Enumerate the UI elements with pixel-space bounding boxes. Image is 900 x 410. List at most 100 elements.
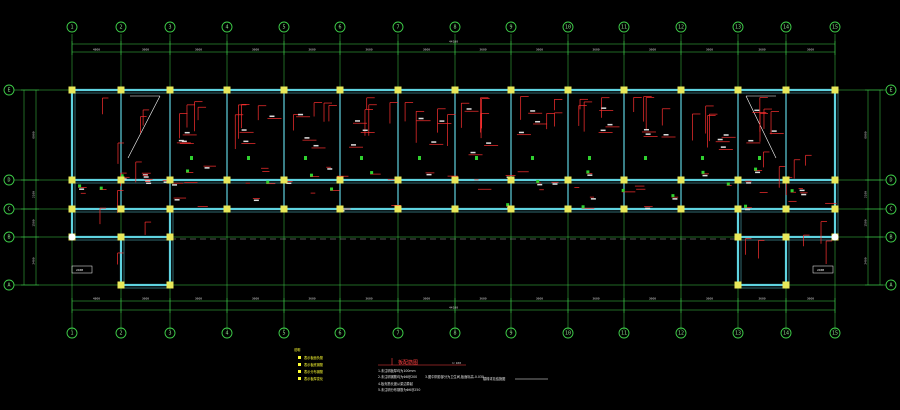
- svg-text:E: E: [7, 88, 10, 94]
- axis-bubble-4-top: 4: [221, 21, 233, 33]
- dim-label: 3600: [423, 297, 430, 301]
- dim-label: 3600: [536, 48, 543, 52]
- legend-swatch: [298, 356, 301, 359]
- side-dim-label: 1500: [864, 219, 868, 226]
- axis-bubble-13-top: 13: [732, 21, 744, 33]
- column: [620, 86, 628, 94]
- column: [734, 86, 742, 94]
- column: [336, 205, 344, 213]
- svg-text:E: E: [889, 88, 892, 94]
- axis-bubble-6-bottom: 6: [334, 327, 346, 339]
- rebar-tag: [744, 204, 748, 208]
- column: [831, 205, 839, 213]
- dim-label: 3600: [706, 48, 713, 52]
- stair-right: [745, 95, 777, 159]
- legend-title: 说明: [294, 347, 300, 352]
- column-round: [68, 233, 76, 241]
- svg-text:B: B: [889, 235, 892, 241]
- legend-item-1: 表示板面负筋: [304, 355, 323, 360]
- rebar-label: [535, 120, 541, 123]
- rebar-label: [518, 131, 524, 134]
- axis-bubble-D-right: D: [885, 174, 897, 186]
- stair-left: [127, 95, 161, 159]
- rebar-label: [304, 137, 310, 139]
- rebar-label: [643, 128, 649, 131]
- column: [166, 233, 174, 241]
- svg-text:2: 2: [119, 331, 122, 337]
- column: [223, 176, 231, 184]
- dim-overall-label: 44100: [449, 40, 458, 44]
- note-line-3: 3.图中阴影部分为卫生间,板面标高-0.030: [425, 374, 484, 379]
- rebar-label: [530, 110, 536, 112]
- rebar-label: [801, 193, 807, 196]
- rebar-label: [755, 171, 761, 174]
- svg-text:9: 9: [509, 331, 512, 337]
- rebar-label: [174, 199, 180, 201]
- rebar-tag: [754, 167, 758, 171]
- axis-bubble-7-bottom: 7: [392, 327, 404, 339]
- rebar-tag: [701, 156, 704, 160]
- svg-text:1: 1: [70, 25, 73, 31]
- svg-text:15: 15: [832, 25, 838, 31]
- rebar-label: [439, 120, 445, 122]
- axis-bubble-B-right: B: [885, 231, 897, 243]
- dim-label: 3600: [142, 297, 149, 301]
- axis-bubble-15-top: 15: [829, 21, 841, 33]
- axis-bubble-15-bottom: 15: [829, 327, 841, 339]
- column-markers: [68, 86, 839, 289]
- rebar-tag: [418, 156, 421, 160]
- rebar-label: [241, 129, 247, 131]
- axis-bubble-E-right: E: [885, 84, 897, 96]
- svg-text:11: 11: [621, 331, 627, 337]
- rebar-marks: [78, 96, 837, 265]
- rebar-label: [601, 107, 607, 109]
- dim-label: 3600: [758, 297, 765, 301]
- column: [117, 86, 125, 94]
- rebar-label: [146, 182, 152, 185]
- axis-bubble-8-bottom: 8: [449, 327, 461, 339]
- svg-text:13: 13: [735, 25, 741, 31]
- rebar-label: [184, 131, 190, 134]
- dim-label: 3600: [807, 48, 814, 52]
- axis-bubble-11-bottom: 11: [618, 327, 630, 339]
- dim-label: 3600: [308, 48, 315, 52]
- svg-text:1: 1: [70, 331, 73, 337]
- axis-bubble-E-left: E: [3, 84, 15, 96]
- column: [782, 86, 790, 94]
- svg-text:C: C: [7, 207, 10, 213]
- rebar-tag: [78, 184, 82, 188]
- rebar-label: [418, 117, 424, 120]
- column: [68, 205, 76, 213]
- rebar-label: [702, 174, 708, 177]
- svg-text:10: 10: [565, 331, 571, 337]
- notes-title: 板配筋图: [398, 359, 418, 366]
- rebar-label: [163, 181, 169, 183]
- note-line-2: 2.未注明钢筋均为Φ8@200: [378, 374, 417, 379]
- rebar-label: [269, 115, 275, 118]
- rebar-label: [178, 139, 184, 142]
- dim-label: 3600: [423, 48, 430, 52]
- column: [782, 176, 790, 184]
- svg-text:14: 14: [783, 25, 789, 31]
- dim-label: 3600: [758, 48, 765, 52]
- left-wing-label: 2400: [71, 265, 93, 274]
- side-dim-label: 2400: [32, 257, 36, 264]
- axis-bubble-5-bottom: 5: [278, 327, 290, 339]
- column: [117, 281, 125, 289]
- column: [451, 176, 459, 184]
- dim-label: 3600: [807, 297, 814, 301]
- rebar-label: [663, 133, 669, 136]
- rebar-tag: [330, 187, 334, 191]
- axis-bubble-9-top: 9: [505, 21, 517, 33]
- axis-bubble-C-right: C: [885, 203, 897, 215]
- rebar-label: [354, 120, 360, 122]
- column: [677, 176, 685, 184]
- rebar-label: [362, 129, 368, 132]
- rebar-label: [327, 168, 333, 170]
- rebar-tag: [506, 203, 510, 207]
- rebar-tag: [701, 170, 705, 174]
- axis-bubble-13-bottom: 13: [732, 327, 744, 339]
- rebar-label: [253, 199, 259, 202]
- rebar-label: [717, 138, 723, 141]
- svg-text:15: 15: [832, 331, 838, 337]
